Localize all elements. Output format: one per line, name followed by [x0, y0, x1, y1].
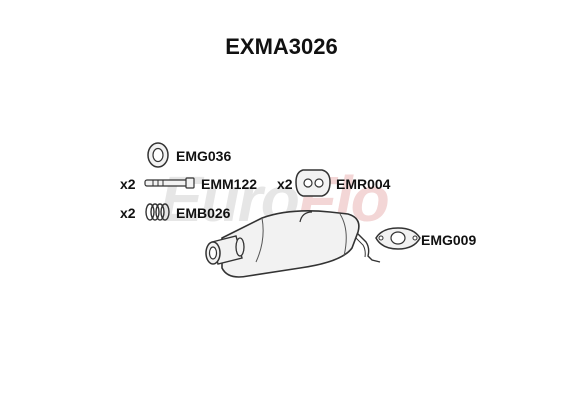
qty-emm122: x2	[120, 176, 136, 192]
flange-gasket-icon	[375, 227, 421, 250]
spring-icon	[145, 203, 170, 221]
rubber-mount-icon	[295, 169, 331, 197]
label-emg036: EMG036	[176, 148, 232, 164]
label-emr004: EMR004	[336, 176, 391, 192]
gasket-ring-icon	[147, 142, 169, 168]
part-number-title: EXMA3026	[225, 34, 338, 59]
rear-silencer-icon	[205, 210, 381, 278]
bolt-icon	[144, 177, 195, 189]
label-emg009: EMG009	[421, 232, 477, 248]
qty-emr004: x2	[277, 176, 293, 192]
label-emb026: EMB026	[176, 205, 231, 221]
qty-emb026: x2	[120, 205, 136, 221]
label-emm122: EMM122	[201, 176, 258, 192]
